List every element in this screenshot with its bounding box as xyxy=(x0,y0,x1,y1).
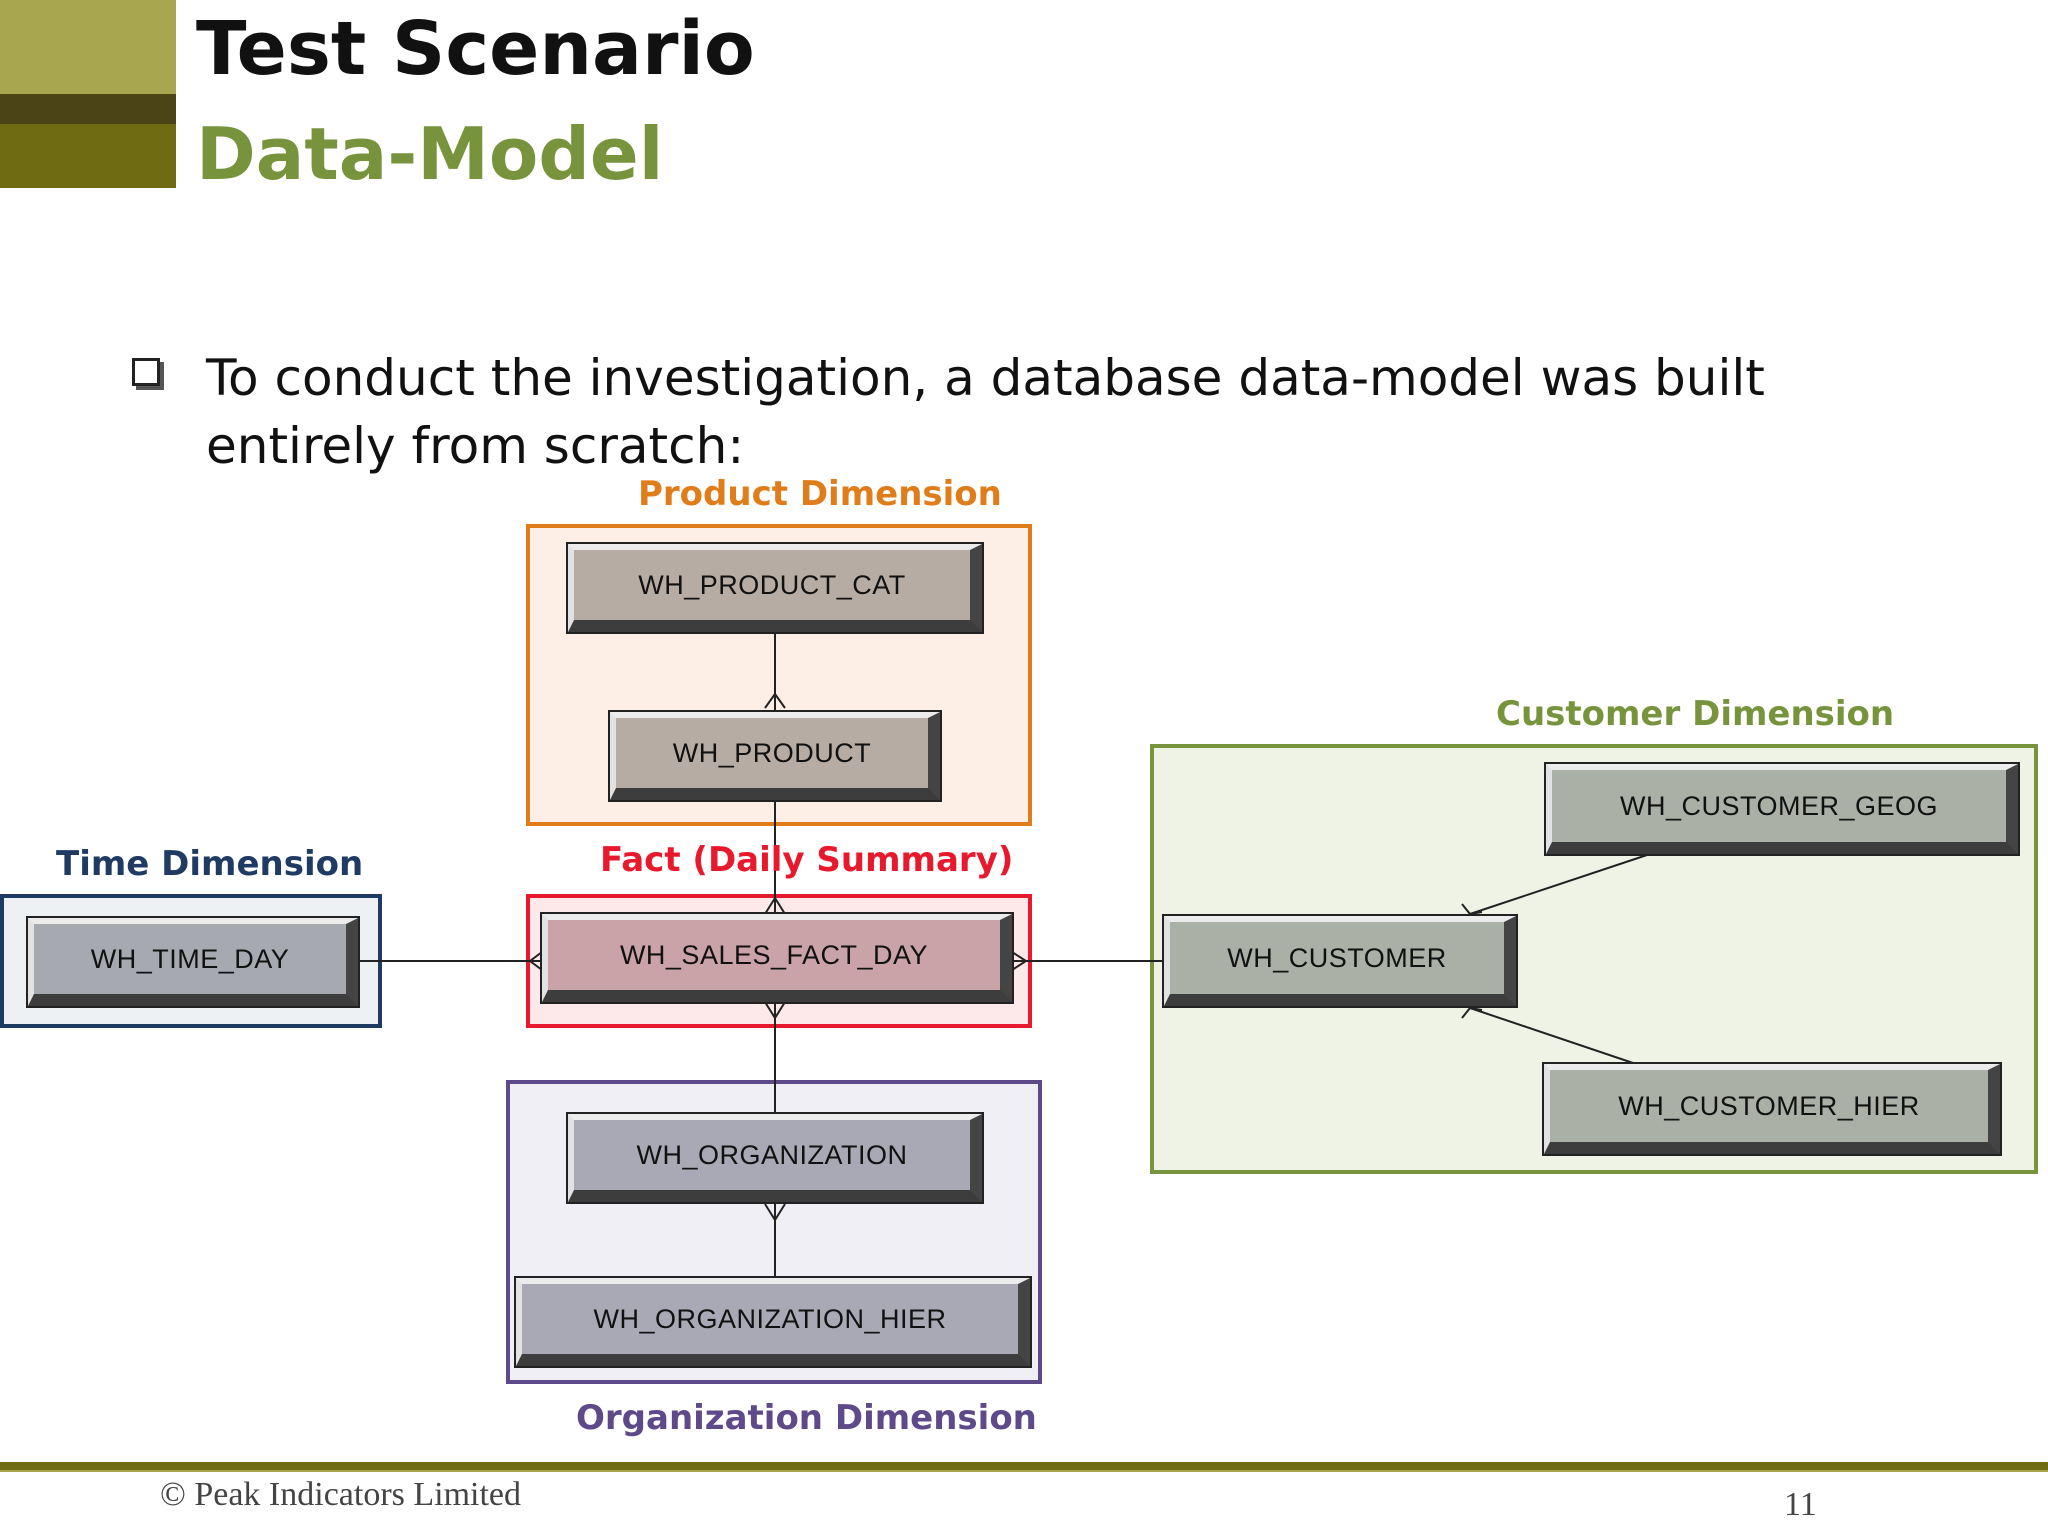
crowfoot-sales-right xyxy=(1011,951,1028,971)
customer-dimension-label: Customer Dimension xyxy=(1496,694,1895,734)
entity-wh-product-cat[interactable]: WH_PRODUCT_CAT xyxy=(566,542,984,634)
footer-rule xyxy=(0,1462,2048,1470)
slide-subtitle: Data-Model xyxy=(196,112,664,196)
crowfoot-customer-geog xyxy=(1461,903,1483,916)
crowfoot-sales-left xyxy=(528,951,543,971)
slide-title: Test Scenario xyxy=(196,6,755,92)
page-number: 11 xyxy=(1784,1486,1817,1523)
entity-wh-organization-hier[interactable]: WH_ORGANIZATION_HIER xyxy=(514,1276,1032,1368)
crowfoot-customer-hier xyxy=(1461,1006,1483,1019)
time-dimension-label: Time Dimension xyxy=(56,844,364,884)
crowfoot-sales-bottom xyxy=(764,1001,786,1020)
entity-wh-customer-geog[interactable]: WH_CUSTOMER_GEOG xyxy=(1544,762,2020,856)
header-accent-olive xyxy=(0,124,176,188)
header-accent-dark xyxy=(0,94,176,124)
link-customer-geog xyxy=(1469,853,1651,915)
bullet-text: To conduct the investigation, a database… xyxy=(206,349,1765,475)
footer-copyright: © Peak Indicators Limited xyxy=(160,1476,522,1513)
product-dimension-label: Product Dimension xyxy=(638,474,1002,514)
entity-wh-sales-fact-day[interactable]: WH_SALES_FACT_DAY xyxy=(540,912,1014,1004)
organization-dimension-label: Organization Dimension xyxy=(576,1398,1037,1438)
link-customer-hier xyxy=(1469,1007,1637,1065)
crowfoot-sales-top xyxy=(764,896,786,915)
footer-rule-accent xyxy=(0,1470,2048,1472)
entity-wh-time-day[interactable]: WH_TIME_DAY xyxy=(26,916,360,1008)
fact-label: Fact (Daily Summary) xyxy=(600,840,1014,880)
entity-wh-organization[interactable]: WH_ORGANIZATION xyxy=(566,1112,984,1204)
checkbox-bullet-icon xyxy=(132,358,160,386)
entity-wh-customer[interactable]: WH_CUSTOMER xyxy=(1162,914,1518,1008)
entity-wh-customer-hier[interactable]: WH_CUSTOMER_HIER xyxy=(1542,1062,2002,1156)
header-accent-light xyxy=(0,0,176,94)
crowfoot-org xyxy=(764,1203,786,1222)
crowfoot-product xyxy=(764,692,786,709)
entity-wh-product[interactable]: WH_PRODUCT xyxy=(608,710,942,802)
